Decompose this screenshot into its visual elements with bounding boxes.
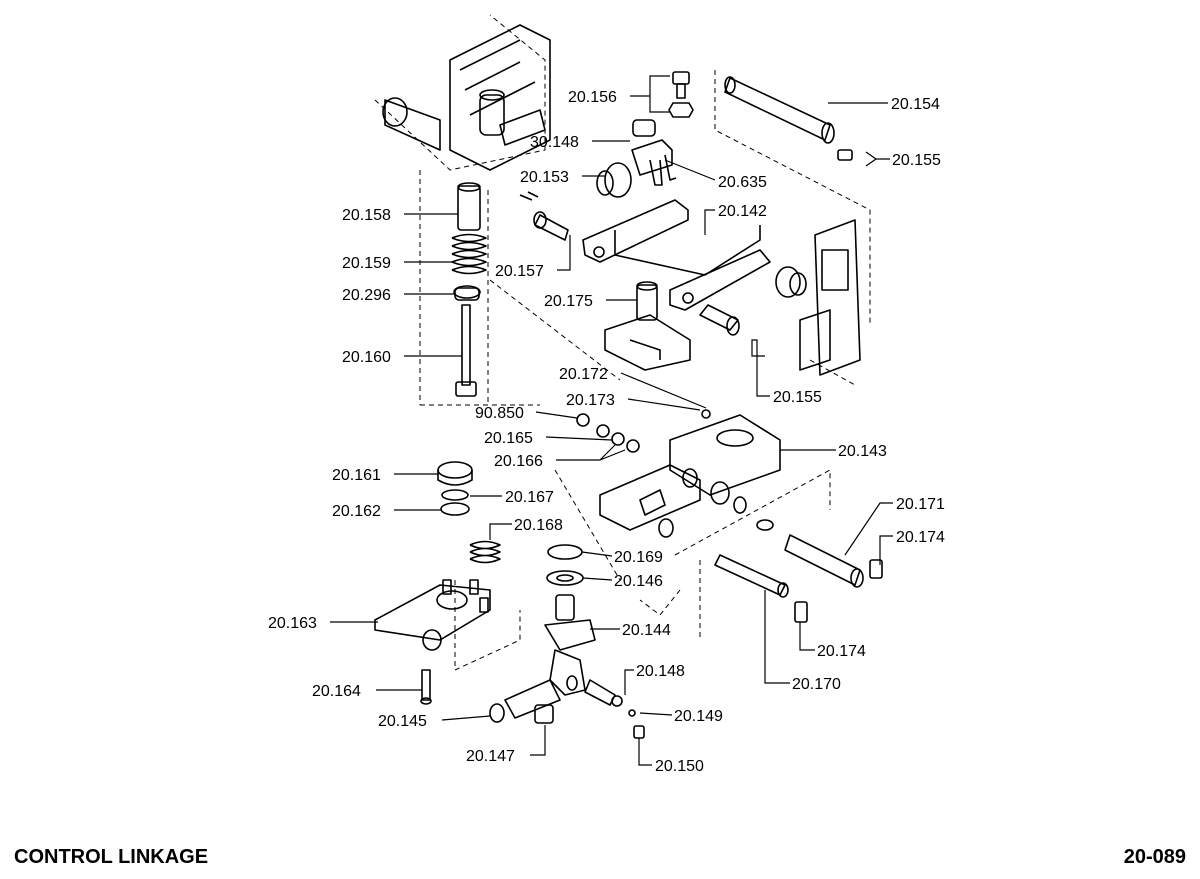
callout-20-154: 20.154 xyxy=(891,96,940,113)
callout-20-170: 20.170 xyxy=(792,676,841,693)
callout-20-158: 20.158 xyxy=(342,207,391,224)
callout-20-172: 20.172 xyxy=(559,366,608,383)
callout-20-145: 20.145 xyxy=(378,713,427,730)
leader-lines xyxy=(330,75,893,766)
callout-20-635: 20.635 xyxy=(718,174,767,191)
callout-20-296: 20.296 xyxy=(342,287,391,304)
callout-30-148: 30.148 xyxy=(530,134,579,151)
callout-20-142: 20.142 xyxy=(718,203,767,220)
callout-20-162: 20.162 xyxy=(332,503,381,520)
callout-20-144: 20.144 xyxy=(622,622,671,639)
callout-20-155-mid: 20.155 xyxy=(773,389,822,406)
callout-20-174-right: 20.174 xyxy=(896,529,945,546)
callout-20-174-lower: 20.174 xyxy=(817,643,866,660)
callout-20-164: 20.164 xyxy=(312,683,361,700)
callout-20-166: 20.166 xyxy=(494,453,543,470)
spring-assembly xyxy=(451,182,487,397)
callout-20-163: 20.163 xyxy=(268,615,317,632)
callout-20-171: 20.171 xyxy=(896,496,945,513)
lower-shift-parts xyxy=(489,544,645,739)
callout-20-148: 20.148 xyxy=(636,663,685,680)
callout-20-143: 20.143 xyxy=(838,443,887,460)
callout-20-175: 20.175 xyxy=(544,293,593,310)
gearbox-housing xyxy=(382,24,551,171)
guide-block xyxy=(604,314,691,371)
callout-20-156: 20.156 xyxy=(568,89,617,106)
callout-20-146: 20.146 xyxy=(614,573,663,590)
lever-block xyxy=(576,409,781,538)
callout-20-147: 20.147 xyxy=(466,748,515,765)
upper-bracket xyxy=(519,162,807,336)
housing-outlines xyxy=(374,14,871,671)
callout-90-850: 90.850 xyxy=(475,405,524,422)
lower-right-shafts xyxy=(714,519,883,623)
callout-20-155-top: 20.155 xyxy=(892,152,941,169)
callout-20-165: 20.165 xyxy=(484,430,533,447)
diagram-title: CONTROL LINKAGE xyxy=(14,846,209,868)
upper-right-shaft xyxy=(724,76,861,376)
callout-20-169: 20.169 xyxy=(614,549,663,566)
callout-20-157: 20.157 xyxy=(495,263,544,280)
callout-20-161: 20.161 xyxy=(332,467,381,484)
callout-labels: 20.156 30.148 20.154 20.155 20.153 20.63… xyxy=(268,89,945,775)
upper-fasteners xyxy=(631,71,694,186)
callout-20-150: 20.150 xyxy=(655,758,704,775)
callout-20-149: 20.149 xyxy=(674,708,723,725)
callout-20-159: 20.159 xyxy=(342,255,391,272)
callout-20-153: 20.153 xyxy=(520,169,569,186)
callout-20-167: 20.167 xyxy=(505,489,554,506)
callout-20-168: 20.168 xyxy=(514,517,563,534)
callout-20-160: 20.160 xyxy=(342,349,391,366)
page-number: 20-089 xyxy=(1123,846,1186,868)
callout-20-173: 20.173 xyxy=(566,392,615,409)
lower-left-assembly xyxy=(374,461,501,705)
